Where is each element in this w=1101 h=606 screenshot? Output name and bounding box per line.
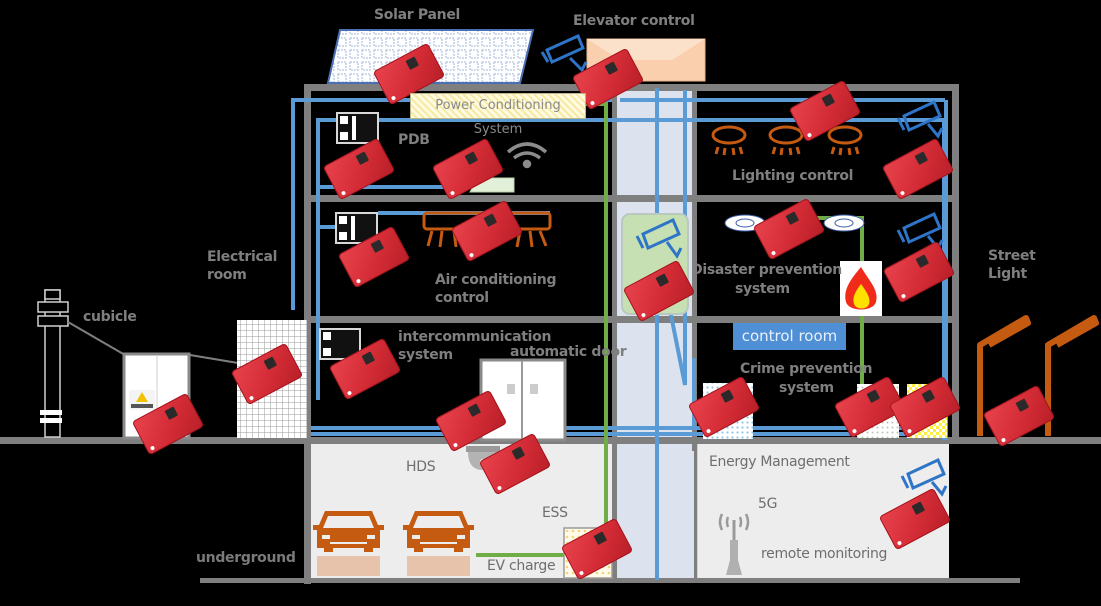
electrical-room-label-2: room <box>207 267 247 283</box>
hds-label: HDS <box>406 459 436 475</box>
energy-management-label: Energy Management <box>709 454 850 470</box>
crime-prevention-label: Crime prevention <box>740 361 873 377</box>
ess-label: ESS <box>542 505 568 521</box>
car-icon <box>403 511 474 576</box>
street-light-label-2: Light <box>988 266 1027 282</box>
wifi-icon <box>506 142 548 169</box>
cubicle-label: cubicle <box>83 309 137 325</box>
remote-monitoring-label: remote monitoring <box>761 546 888 562</box>
pdb-label: PDB <box>398 132 430 148</box>
air-conditioning-label-2: control <box>435 290 489 306</box>
utility-pole-icon <box>37 289 239 438</box>
street-light-icon <box>977 315 1099 436</box>
crime-prevention-label-2: system <box>779 380 834 396</box>
ev-charge-label: EV charge <box>487 558 556 574</box>
power-conditioning-system-label: Power Conditioning System <box>410 93 586 137</box>
pdb-panel-icon <box>319 112 379 360</box>
lighting-control-label: Lighting control <box>732 168 854 184</box>
electrical-room-label: Electrical <box>207 249 278 265</box>
disaster-prevention-label: Disaster prevention <box>691 262 842 278</box>
car-icon <box>313 511 384 576</box>
cctv-camera-icon <box>635 217 683 259</box>
ceiling-light-icon <box>711 125 863 156</box>
fire-icon <box>840 261 882 316</box>
intercommunication-label: intercommunication <box>398 329 552 345</box>
street-light-label: Street <box>988 248 1036 264</box>
antenna-tower-icon <box>718 513 750 575</box>
control-room-label: control room <box>733 323 846 350</box>
air-conditioning-label: Air conditioning <box>435 272 557 288</box>
5g-label: 5G <box>758 496 778 512</box>
intercommunication-label-2: system <box>398 347 453 363</box>
solar-panel-label: Solar Panel <box>374 7 461 23</box>
automatic-door-label: automatic door <box>510 344 627 360</box>
elevator-control-label: Elevator control <box>573 13 695 29</box>
underground-label: underground <box>196 550 296 566</box>
disaster-prevention-label-2: system <box>735 281 790 297</box>
